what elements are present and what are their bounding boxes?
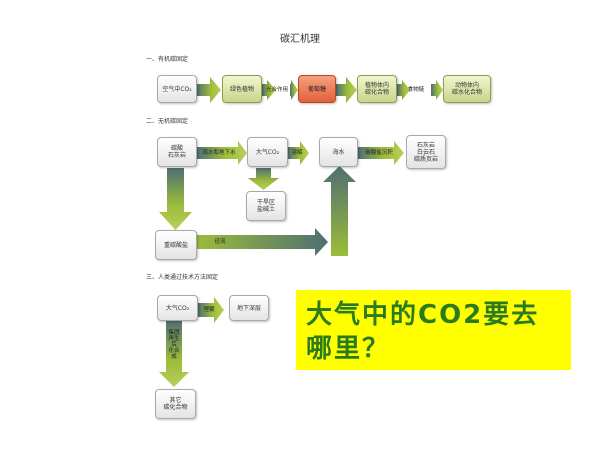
label-runoff: 径流 xyxy=(214,239,226,245)
node-animal-compounds: 动物体内 碳水化合物 xyxy=(443,75,491,103)
node-green-plant: 绿色植物 xyxy=(222,75,262,103)
page-title: 碳汇机理 xyxy=(280,34,320,45)
arrow-glucose-to-plantcomp xyxy=(336,77,357,103)
node-bicarbonate: 重碳酸盐 xyxy=(155,230,197,260)
arrow-plant-to-photo xyxy=(262,80,276,100)
arrow-co2-to-underground xyxy=(198,297,224,323)
label-food-chain: 食物链 xyxy=(407,87,425,93)
node-underground: 地下深层 xyxy=(229,295,269,321)
node-atm-co2-2: 大气CO₂ xyxy=(247,137,288,167)
label-dissolve: 溶解 xyxy=(291,150,303,156)
arrow-rock-to-bicarbonate xyxy=(159,168,192,230)
label-rain-groundwater: 雨水和地下水 xyxy=(202,150,236,156)
label-photosynthesis: 光合作用 xyxy=(265,87,288,93)
node-other-compounds: 其它 碳化合物 xyxy=(155,389,196,419)
arrow-plantcomp-to-food xyxy=(397,80,410,100)
node-limestone: 石灰岩 白云石 碳质页岩 xyxy=(406,135,446,169)
section-inorganic: 二、无机碳固定 xyxy=(146,118,189,125)
arrow-rock-to-co2 xyxy=(197,141,247,165)
node-carbonate-rock: 碳酸 石灰岩 xyxy=(157,137,197,167)
node-arid-soil: 干旱区 盐碱土 xyxy=(246,191,286,221)
label-deposit: 碳酸盐沉积 xyxy=(365,150,393,156)
arrow-up-to-ocean xyxy=(323,166,356,256)
arrow-co2-down xyxy=(159,320,189,387)
label-store: 埋藏 xyxy=(203,307,215,313)
node-atm-co2-3: 大气CO₂ xyxy=(157,295,198,321)
section-organic: 一、有机碳固定 xyxy=(146,56,189,63)
question-callout: 大气中的CO2要去 哪里？ xyxy=(296,290,571,370)
node-plant-compounds: 植物体内 碳化合物 xyxy=(357,75,397,103)
callout-text: 大气中的CO2要去 哪里？ xyxy=(306,300,540,364)
arrow-bicarbonate-runoff xyxy=(196,228,328,256)
arrow-ocean-to-limestone xyxy=(358,141,404,165)
arrow-food-to-animal xyxy=(431,80,443,100)
section-human: 三、人类通过技术方法固定 xyxy=(146,274,219,281)
node-ocean: 海水 xyxy=(319,137,358,167)
label-chem-synthesis: 集团 再生后 化合成 xyxy=(168,330,180,360)
arrow-co2-to-ocean xyxy=(288,141,309,165)
node-glucose: 葡萄糖 xyxy=(298,75,336,103)
arrow-photo-to-glucose xyxy=(290,80,298,100)
node-atm-co2: 空气中CO₂ xyxy=(157,75,197,103)
arrow-co2-to-arid xyxy=(248,168,279,190)
arrow-co2-to-plant xyxy=(197,77,221,103)
